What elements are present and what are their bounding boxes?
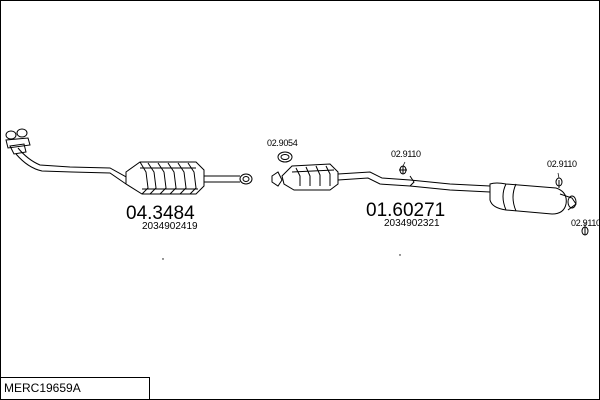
oem-number-label: 2034902419 bbox=[142, 221, 198, 232]
middle-rear-pipe-with-silencer bbox=[271, 163, 577, 215]
hanger-code-label: 02.9110 bbox=[391, 149, 421, 159]
gasket-code-label: 02.9054 bbox=[267, 138, 298, 148]
leader-lines bbox=[402, 161, 586, 227]
front-pipe-with-catalyst bbox=[5, 128, 253, 195]
part-number-label: 04.3484 bbox=[126, 203, 195, 224]
reference-dot bbox=[162, 258, 164, 260]
gasket-ring-icon bbox=[277, 151, 293, 163]
part-number-label: 01.60271 bbox=[366, 200, 446, 221]
reference-dot bbox=[399, 254, 401, 256]
oem-number-label: 2034902321 bbox=[384, 218, 440, 229]
hanger-code-label: 02.9110 bbox=[547, 159, 577, 169]
hanger-code-label: 02.9110 bbox=[571, 218, 600, 228]
diagram-code-label: MERC19659A bbox=[0, 377, 150, 399]
